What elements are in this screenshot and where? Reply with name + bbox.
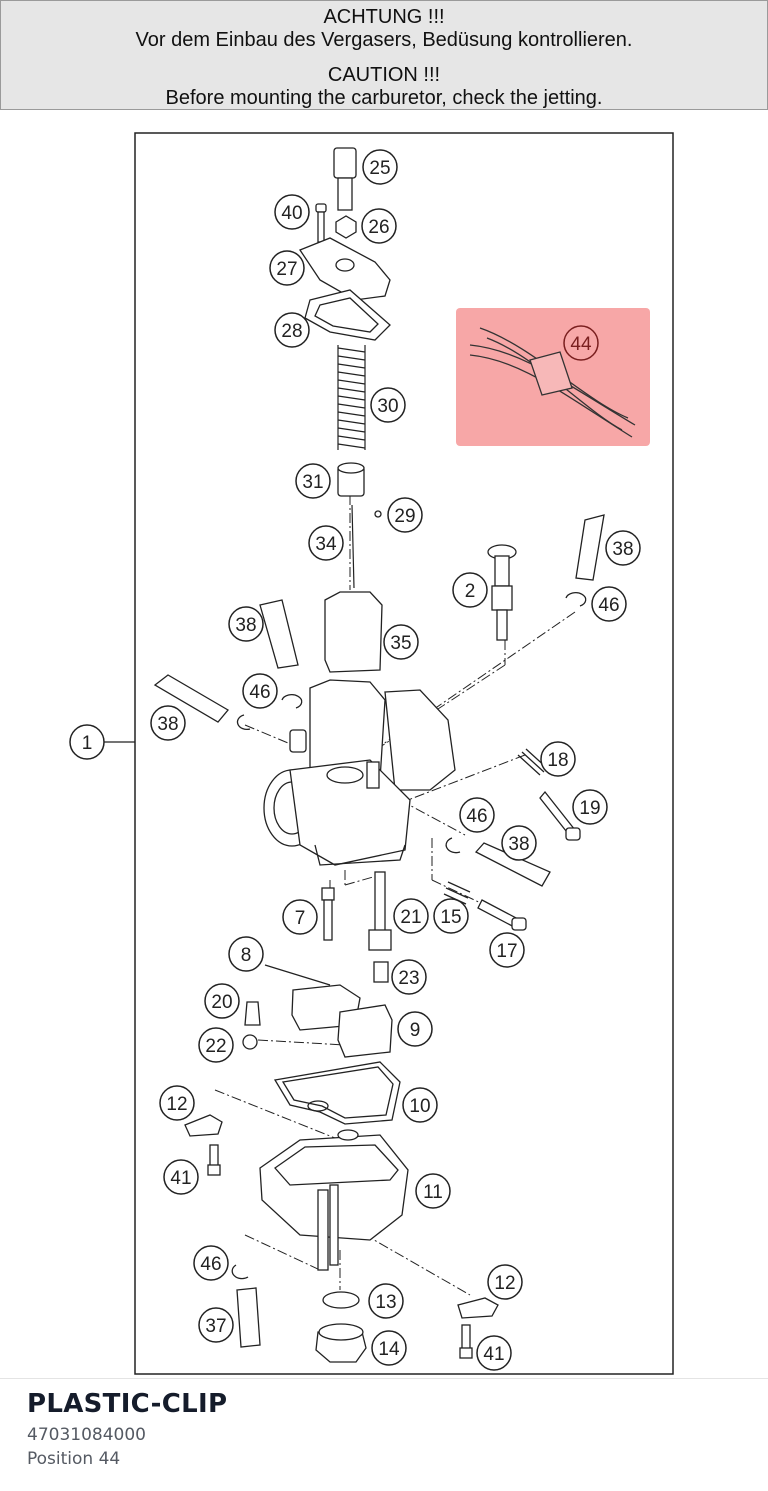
callout-46-d[interactable]: 46 xyxy=(193,1245,229,1281)
callout-10[interactable]: 10 xyxy=(402,1087,438,1123)
callout-label: 23 xyxy=(398,968,419,989)
callout-label: 2 xyxy=(465,581,476,602)
callout-label: 37 xyxy=(205,1316,226,1337)
callout-label: 35 xyxy=(390,633,411,654)
callout-11[interactable]: 11 xyxy=(415,1173,451,1209)
callout-label: 40 xyxy=(281,203,302,224)
callout-30[interactable]: 30 xyxy=(370,387,406,423)
callout-17[interactable]: 17 xyxy=(489,932,525,968)
callout-23[interactable]: 23 xyxy=(391,959,427,995)
callout-25[interactable]: 25 xyxy=(362,149,398,185)
callout-46-a[interactable]: 46 xyxy=(591,586,627,622)
callout-19[interactable]: 19 xyxy=(572,789,608,825)
callout-40[interactable]: 40 xyxy=(274,194,310,230)
callout-label: 28 xyxy=(281,321,302,342)
callout-label: 18 xyxy=(547,750,568,771)
callout-label: 15 xyxy=(440,907,461,928)
callout-label: 10 xyxy=(409,1096,430,1117)
callout-label: 12 xyxy=(166,1094,187,1115)
callout-44[interactable]: 44 xyxy=(563,325,599,361)
callout-label: 13 xyxy=(375,1292,396,1313)
callout-38-d[interactable]: 38 xyxy=(501,825,537,861)
callout-41-left[interactable]: 41 xyxy=(163,1159,199,1195)
callout-label: 14 xyxy=(378,1339,400,1360)
callout-7[interactable]: 7 xyxy=(282,899,318,935)
callout-label: 8 xyxy=(241,945,252,966)
callout-27[interactable]: 27 xyxy=(269,250,305,286)
callout-label: 11 xyxy=(423,1182,443,1203)
callout-label: 21 xyxy=(400,907,421,928)
part-name: PLASTIC-CLIP xyxy=(27,1389,228,1419)
callout-label: 30 xyxy=(377,396,398,417)
callout-label: 38 xyxy=(508,834,529,855)
callout-12-right[interactable]: 12 xyxy=(487,1264,523,1300)
callout-label: 41 xyxy=(170,1168,191,1189)
callout-label: 34 xyxy=(315,534,337,555)
callout-label: 38 xyxy=(612,539,633,560)
callout-38-a[interactable]: 38 xyxy=(605,530,641,566)
callout-15[interactable]: 15 xyxy=(433,898,469,934)
callout-label: 38 xyxy=(235,615,256,636)
callout-22[interactable]: 22 xyxy=(198,1027,234,1063)
callout-label: 46 xyxy=(200,1254,221,1275)
callout-label: 44 xyxy=(570,334,592,355)
part-number: 47031084000 xyxy=(27,1425,146,1445)
callout-9[interactable]: 9 xyxy=(397,1011,433,1047)
diagram-frame xyxy=(134,132,674,1375)
callout-35[interactable]: 35 xyxy=(383,624,419,660)
callout-31[interactable]: 31 xyxy=(295,463,331,499)
callout-29[interactable]: 29 xyxy=(387,497,423,533)
callout-label: 22 xyxy=(205,1036,226,1057)
callout-label: 41 xyxy=(483,1344,504,1365)
callout-18[interactable]: 18 xyxy=(540,741,576,777)
callout-38-b[interactable]: 38 xyxy=(228,606,264,642)
callout-20[interactable]: 20 xyxy=(204,983,240,1019)
callout-26[interactable]: 26 xyxy=(361,208,397,244)
callout-label: 17 xyxy=(496,941,517,962)
divider xyxy=(0,1378,768,1379)
warning-banner: ACHTUNG !!! Vor dem Einbau des Vergasers… xyxy=(0,0,768,110)
callout-28[interactable]: 28 xyxy=(274,312,310,348)
warning-text-de: Vor dem Einbau des Vergasers, Bedüsung k… xyxy=(135,29,633,51)
callout-label: 26 xyxy=(368,217,389,238)
callout-41-right[interactable]: 41 xyxy=(476,1335,512,1371)
callout-14[interactable]: 14 xyxy=(371,1330,407,1366)
callout-label: 29 xyxy=(394,506,415,527)
callout-1[interactable]: 1 xyxy=(69,724,105,760)
callout-12-left[interactable]: 12 xyxy=(159,1085,195,1121)
callout-label: 25 xyxy=(369,158,390,179)
callout-2[interactable]: 2 xyxy=(452,572,488,608)
callout-label: 27 xyxy=(276,259,297,280)
callout-label: 7 xyxy=(295,908,306,929)
callout-8[interactable]: 8 xyxy=(228,936,264,972)
callout-label: 38 xyxy=(157,714,178,735)
warning-title-de: ACHTUNG !!! xyxy=(323,6,445,28)
callout-label: 9 xyxy=(410,1020,421,1041)
callout-label: 46 xyxy=(466,806,487,827)
callout-34[interactable]: 34 xyxy=(308,525,344,561)
callout-21[interactable]: 21 xyxy=(393,898,429,934)
callout-label: 31 xyxy=(302,472,323,493)
part-position: Position 44 xyxy=(27,1449,121,1469)
callout-label: 12 xyxy=(494,1273,515,1294)
callout-46-c[interactable]: 46 xyxy=(459,797,495,833)
exploded-parts-diagram: 1 2 7 8 9 10 11 12 12 13 14 15 17 18 19 … xyxy=(69,132,674,1375)
callout-37[interactable]: 37 xyxy=(198,1307,234,1343)
warning-text-en: Before mounting the carburetor, check th… xyxy=(165,87,603,109)
plastic-clip-drawing xyxy=(469,327,636,438)
callout-label: 1 xyxy=(82,733,93,754)
callout-label: 46 xyxy=(598,595,619,616)
callout-label: 19 xyxy=(579,798,600,819)
callout-46-b[interactable]: 46 xyxy=(242,673,278,709)
callout-38-c[interactable]: 38 xyxy=(150,705,186,741)
warning-title-en: CAUTION !!! xyxy=(327,64,441,86)
callout-label: 20 xyxy=(211,992,232,1013)
callout-label: 46 xyxy=(249,682,270,703)
callout-13[interactable]: 13 xyxy=(368,1283,404,1319)
